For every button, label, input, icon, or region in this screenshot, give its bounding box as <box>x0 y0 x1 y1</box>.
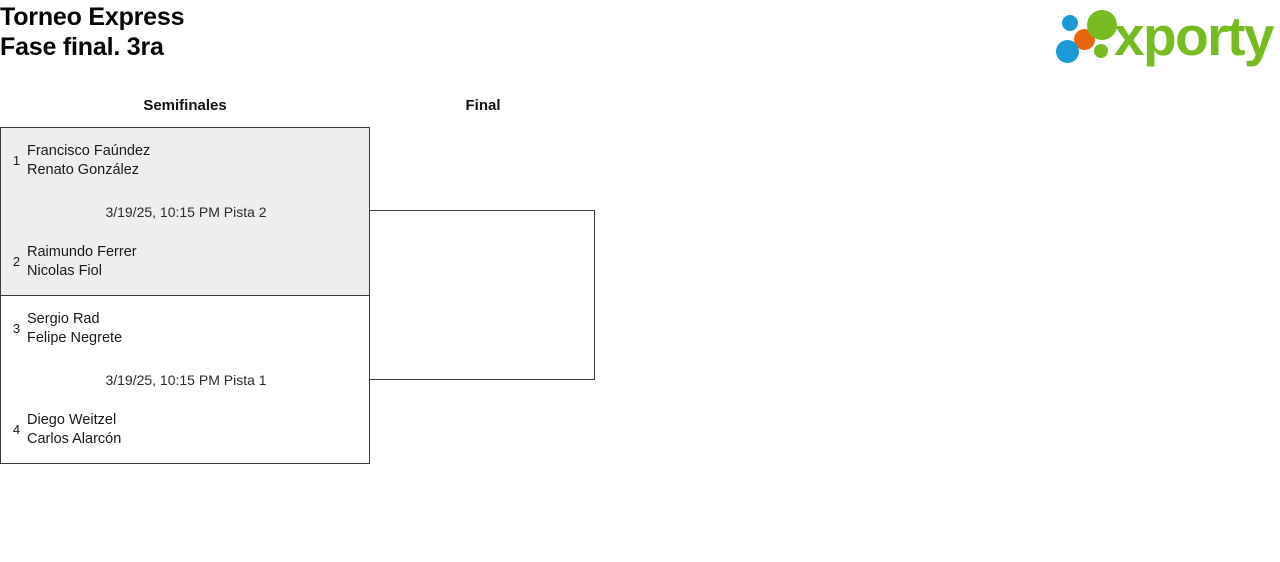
team-seed: 1 <box>12 153 21 168</box>
team-players: Sergio Rad Felipe Negrete <box>25 310 371 348</box>
logo-dots-icon <box>1054 7 1117 65</box>
logo-dot-green-small-icon <box>1093 44 1108 58</box>
team-seed: 2 <box>12 254 21 269</box>
page-title: Torneo Express Fase final. 3ra <box>0 2 185 62</box>
match-schedule: 3/19/25, 10:15 PM Pista 1 <box>105 372 267 388</box>
round-header-final: Final <box>465 97 501 114</box>
match-team-row[interactable]: 4 Diego Weitzel Carlos Alarcón <box>1 404 371 456</box>
player-name: Sergio Rad <box>27 311 100 327</box>
match-schedule: 3/19/25, 10:15 PM Pista 2 <box>105 204 267 220</box>
team-players: Diego Weitzel Carlos Alarcón <box>25 411 371 449</box>
team-players: Francisco Faúndez Renato González <box>25 142 371 180</box>
tournament-phase: Fase final. 3ra <box>0 33 164 61</box>
player-name: Felipe Negrete <box>27 330 123 346</box>
player-name: Raimundo Ferrer <box>27 244 137 260</box>
round-header-semifinals: Semifinales <box>143 97 227 114</box>
player-name: Francisco Faúndez <box>27 143 151 159</box>
logo-dot-green-large-icon <box>1086 10 1117 40</box>
match-team-row[interactable]: 1 Francisco Faúndez Renato González <box>1 135 371 187</box>
team-players: Raimundo Ferrer Nicolas Fiol <box>25 243 371 281</box>
team-seed: 3 <box>12 321 21 336</box>
player-name: Diego Weitzel <box>27 412 117 428</box>
logo-dot-blue-large-icon <box>1055 40 1079 63</box>
team-seed: 4 <box>12 422 21 437</box>
match-card-semifinal-2[interactable]: 3 Sergio Rad Felipe Negrete 3/19/25, 10:… <box>0 295 370 464</box>
page-header: Torneo Express Fase final. 3ra xporty <box>0 0 1280 80</box>
logo-wordmark: xporty <box>1113 4 1275 67</box>
match-card-final[interactable] <box>369 210 595 380</box>
player-name: Renato González <box>27 162 140 178</box>
player-name: Carlos Alarcón <box>27 431 122 447</box>
tournament-name: Torneo Express <box>0 3 185 31</box>
player-name: Nicolas Fiol <box>27 263 102 279</box>
match-team-row[interactable]: 3 Sergio Rad Felipe Negrete <box>1 303 371 355</box>
match-card-semifinal-1[interactable]: 1 Francisco Faúndez Renato González 3/19… <box>0 127 370 296</box>
match-team-row[interactable]: 2 Raimundo Ferrer Nicolas Fiol <box>1 236 371 288</box>
xporty-logo[interactable]: xporty <box>1054 4 1275 67</box>
logo-dot-blue-top-icon <box>1061 15 1078 31</box>
